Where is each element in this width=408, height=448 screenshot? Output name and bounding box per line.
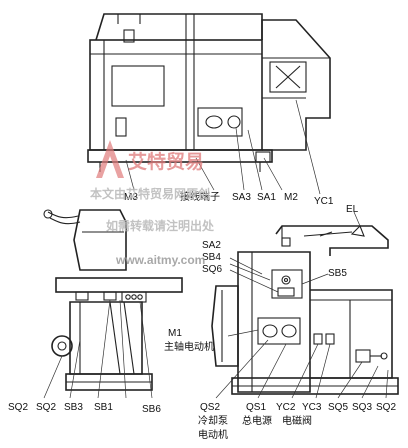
label-sb6: SB6 [142, 404, 161, 415]
label-sb1: SB1 [94, 402, 113, 413]
label-sb4: SB4 [202, 252, 221, 263]
watermark-line-2: 如需转载请注明出处 [106, 218, 215, 233]
watermark-line-1: 本文由艾特贸易网原创 [90, 186, 210, 201]
label-sq6: SQ6 [202, 264, 222, 275]
label-sq2-left: SQ2 [8, 402, 28, 413]
label-sq2-right: SQ2 [376, 402, 396, 413]
watermark-logo-text: 艾特贸易 [128, 150, 204, 173]
watermark-logo-icon [96, 140, 124, 178]
label-sa3: SA3 [232, 192, 251, 203]
label-solenoid-valve: 电磁阀 [282, 414, 312, 427]
label-qs1-desc: 总电源 [242, 414, 272, 427]
label-sb3: SB3 [64, 402, 83, 413]
label-qs1: QS1 [246, 402, 266, 413]
top-view-drawing [87, 13, 331, 195]
label-yc1: YC1 [314, 196, 334, 207]
label-sq2-left-2: SQ2 [36, 402, 56, 413]
label-qs2: QS2 [200, 402, 220, 413]
label-terminal-block: 接线端子 [180, 190, 220, 203]
watermark: 艾特贸易 本文由艾特贸易网原创 如需转载请注明出处 www.aitmy.com [90, 140, 215, 267]
label-yc2: YC2 [276, 402, 296, 413]
label-m1-desc: 主轴电动机 [164, 340, 214, 353]
label-m3: M3 [124, 192, 138, 203]
label-sa2: SA2 [202, 240, 221, 251]
right-view-drawing [211, 211, 399, 399]
label-m2: M2 [284, 192, 298, 203]
watermark-url: www.aitmy.com [115, 253, 205, 267]
label-yc3: YC3 [302, 402, 322, 413]
label-el: EL [346, 204, 359, 215]
label-sb5: SB5 [328, 268, 347, 279]
label-sq3: SQ3 [352, 402, 372, 413]
label-qs2-desc-2: 电动机 [198, 428, 228, 441]
label-sq5: SQ5 [328, 402, 348, 413]
left-view-drawing [43, 209, 183, 399]
label-qs2-desc-1: 冷却泵 [198, 414, 228, 427]
label-sa1: SA1 [257, 192, 276, 203]
label-m1: M1 [168, 328, 182, 339]
